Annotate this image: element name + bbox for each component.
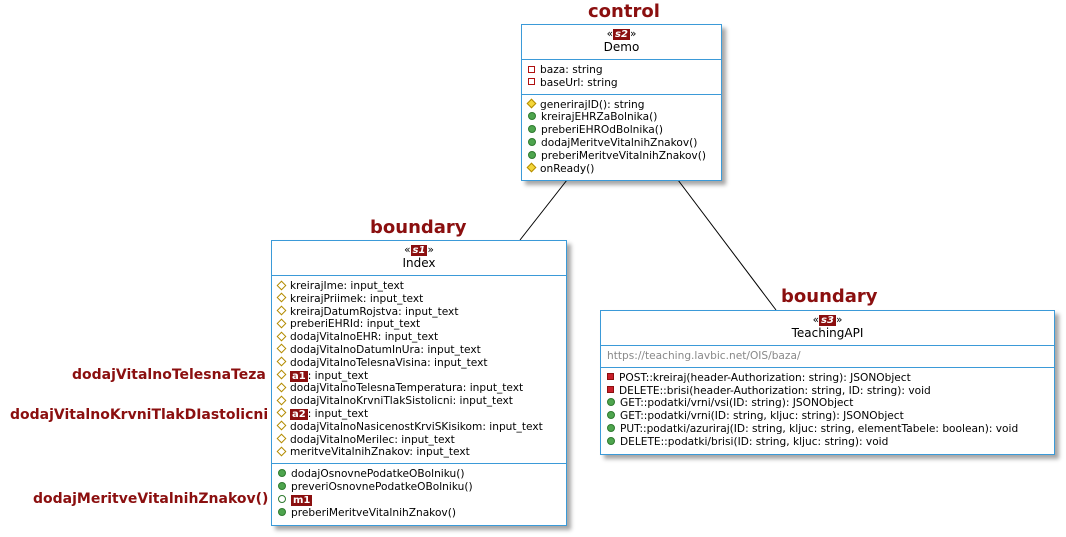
teachingapi-methods: POST::kreiraj(header-Authorization: stri… xyxy=(601,368,1054,453)
protected-icon xyxy=(276,420,287,431)
demo-method: preberiEHROdBolnika() xyxy=(528,124,721,137)
index-class-header: «s1» Index xyxy=(272,241,566,276)
public-icon xyxy=(607,398,615,407)
public-icon xyxy=(278,469,286,478)
protected-icon xyxy=(276,318,287,329)
anchor-tag-a2: a2 xyxy=(290,408,308,420)
index-class-name: Index xyxy=(402,256,436,270)
protected-icon xyxy=(276,344,287,354)
index-stereotype-tag: s1 xyxy=(410,245,428,256)
teachingapi-class-header: «s3» TeachingAPI xyxy=(601,311,1054,346)
index-attribute: meritveVitalnihZnakov: input_text xyxy=(276,446,566,459)
teachingapi-method: PUT::podatki/azuriraj(ID: string, kljuc:… xyxy=(607,423,1054,436)
demo-method: kreirajEHRZaBolnika() xyxy=(528,111,721,124)
protected-icon xyxy=(276,331,287,342)
protected-icon xyxy=(526,98,537,109)
private-icon xyxy=(607,373,614,381)
demo-class-name: Demo xyxy=(603,40,640,54)
index-methods: dodajOsnovnePodatkeOBolniku()preveriOsno… xyxy=(272,464,566,523)
protected-icon xyxy=(276,408,287,418)
public-icon xyxy=(528,112,536,121)
index-stereotype-title: boundary xyxy=(370,217,467,238)
index-attribute: dodajVitalnoTelesnaTemperatura: input_te… xyxy=(276,382,566,395)
index-attribute: kreirajPriimek: input_text xyxy=(276,292,566,306)
index-method: preveriOsnovnePodatkeOBolniku() xyxy=(278,481,566,494)
index-attribute: a1: input_text xyxy=(276,369,566,383)
protected-icon xyxy=(276,382,287,393)
protected-icon xyxy=(276,433,287,444)
public-icon xyxy=(278,507,286,516)
link-demo-teachingapi xyxy=(677,179,777,311)
demo-method: onReady() xyxy=(526,162,721,176)
protected-icon xyxy=(276,369,287,380)
private-icon xyxy=(528,78,535,86)
demo-method: preberiMeritveVitalnihZnakov() xyxy=(528,150,721,163)
index-method: m1 xyxy=(278,494,566,507)
side-label-a1: dodajVitalnoTelesnaTeza xyxy=(72,367,266,383)
index-attribute: preberiEHRId: input_text xyxy=(276,318,566,331)
index-attribute: dodajVitalnoMerilec: input_text xyxy=(276,433,566,447)
demo-method: generirajID(): string xyxy=(526,98,721,112)
teachingapi-method: GET::podatki/vrni/vsi(ID: string): JSONO… xyxy=(607,397,1054,410)
public-icon xyxy=(278,481,286,490)
teachingapi-class-name: TeachingAPI xyxy=(791,326,864,340)
side-label-m1: dodajMeritveVitalnihZnakov() xyxy=(33,491,269,507)
public-icon xyxy=(607,423,615,432)
teachingapi-method: GET::podatki/vrni(ID: string, kljuc: str… xyxy=(607,410,1054,423)
teachingapi-class: «s3» TeachingAPI https://teaching.lavbic… xyxy=(600,310,1055,455)
public-icon xyxy=(528,137,536,146)
teachingapi-stereotype-tag: s3 xyxy=(819,315,836,326)
protected-icon xyxy=(276,446,287,457)
teachingapi-method: DELETE::brisi(header-Authorization: stri… xyxy=(607,385,1054,398)
protected-icon xyxy=(276,395,287,406)
teachingapi-method: POST::kreiraj(header-Authorization: stri… xyxy=(607,372,1054,385)
public-icon xyxy=(528,125,536,134)
demo-method: dodajMeritveVitalnihZnakov() xyxy=(528,137,721,150)
link-demo-index xyxy=(519,179,568,241)
anchor-tag-m1: m1 xyxy=(291,494,313,506)
demo-methods: generirajID(): string kreirajEHRZaBolnik… xyxy=(522,95,721,180)
teachingapi-url: https://teaching.lavbic.net/OIS/baza/ xyxy=(607,350,801,362)
index-attribute: dodajVitalnoNasicenostKrviSKisikom: inpu… xyxy=(276,420,566,434)
teachingapi-method: DELETE::podatki/brisi(ID: string, kljuc:… xyxy=(607,436,1054,449)
side-label-a2: dodajVitalnoKrvniTlakDIastolicni xyxy=(10,407,269,423)
demo-class-header: «s2» Demo xyxy=(522,25,721,60)
index-method: dodajOsnovnePodatkeOBolniku() xyxy=(278,468,566,481)
demo-stereotype-tag: s2 xyxy=(613,29,630,40)
public-open-icon xyxy=(278,494,286,503)
index-attribute: dodajVitalnoTelesnaVisina: input_text xyxy=(276,356,566,370)
index-attribute: dodajVitalnoDatumInUra: input_text xyxy=(276,344,566,357)
public-icon xyxy=(607,411,615,420)
index-method: preberiMeritveVitalnihZnakov() xyxy=(278,507,566,520)
protected-icon xyxy=(276,305,287,316)
private-icon xyxy=(607,386,614,394)
private-icon xyxy=(528,65,535,73)
protected-icon xyxy=(276,356,287,367)
public-icon xyxy=(528,150,536,159)
demo-stereotype-title: control xyxy=(588,1,660,22)
protected-icon xyxy=(276,292,287,303)
index-attribute: dodajVitalnoEHR: input_text xyxy=(276,331,566,344)
anchor-tag-a1: a1 xyxy=(290,370,308,382)
demo-attribute: baseUrl: string xyxy=(528,77,721,90)
demo-attributes: baza: string baseUrl: string xyxy=(522,60,721,95)
index-attribute: kreirajIme: input_text xyxy=(276,280,566,293)
public-icon xyxy=(607,436,615,445)
demo-class: «s2» Demo baza: string baseUrl: string g… xyxy=(521,24,722,181)
protected-icon xyxy=(526,162,537,173)
index-attribute: dodajVitalnoKrvniTlakSistolicni: input_t… xyxy=(276,395,566,408)
index-attribute: a2: input_text xyxy=(276,408,566,421)
teachingapi-fields: https://teaching.lavbic.net/OIS/baza/ xyxy=(601,346,1054,368)
index-attribute: kreirajDatumRojstva: input_text xyxy=(276,305,566,319)
protected-icon xyxy=(276,280,287,290)
demo-attribute: baza: string xyxy=(528,64,721,77)
teaching-stereotype-title: boundary xyxy=(781,286,878,307)
